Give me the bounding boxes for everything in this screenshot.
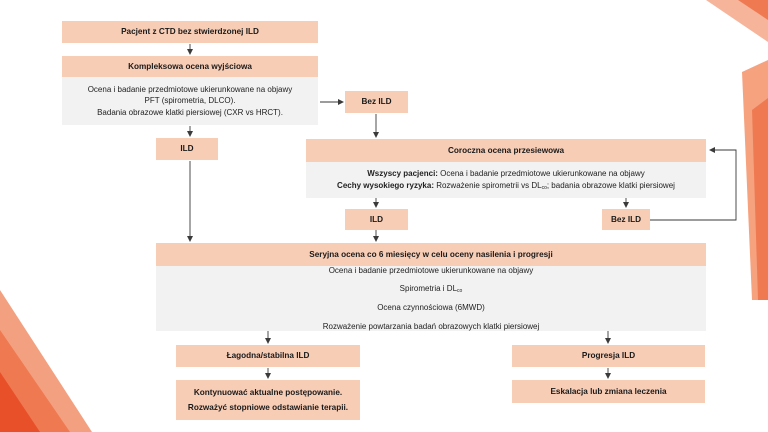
baseline-body: Ocena i badanie przedmiotowe ukierunkowa… xyxy=(62,77,318,125)
continue-line-1: Kontynuować aktualne postępowanie. xyxy=(193,387,343,397)
ild-mid-node: ILD xyxy=(345,209,408,230)
top-right-decor-dark xyxy=(738,0,768,20)
right-decor-dark xyxy=(752,98,768,300)
continue-line-2: Rozważyć stopniowe odstawianie terapii. xyxy=(187,402,349,412)
mild-label: Łagodna/stabilna ILD xyxy=(226,351,310,361)
continue-node: Kontynuować aktualne postępowanie. Rozwa… xyxy=(176,380,360,420)
ild-mid-label: ILD xyxy=(369,214,384,224)
baseline-title-label: Kompleksowa ocena wyjściowa xyxy=(128,61,252,71)
annual-line-1-label: Wszyscy pacjenci: xyxy=(367,169,438,179)
top-right-decor-light xyxy=(706,0,768,42)
no-ild-right-label: Bez ILD xyxy=(610,214,642,224)
annual-body: Wszyscy pacjenci: Ocena i badanie przedm… xyxy=(306,162,706,198)
annual-line-2: Cechy wysokiego ryzyka: Rozważenie spiro… xyxy=(306,180,706,192)
serial-title-label: Seryjna ocena co 6 miesięcy w celu oceny… xyxy=(309,249,553,259)
bottom-left-decor-dark xyxy=(0,372,40,432)
progression-node: Progresja ILD xyxy=(512,345,705,367)
no-ild-top-node: Bez ILD xyxy=(345,91,408,113)
progression-label: Progresja ILD xyxy=(581,351,636,361)
no-ild-right-node: Bez ILD xyxy=(602,209,650,230)
escalate-label: Eskalacja lub zmiana leczenia xyxy=(550,386,667,396)
baseline-line-2: PFT (spirometria, DLCO). xyxy=(144,96,236,106)
annual-line-1-text: Ocena i badanie przedmiotowe ukierunkowa… xyxy=(437,169,645,179)
no-ild-top-label: Bez ILD xyxy=(361,97,392,107)
baseline-title: Kompleksowa ocena wyjściowa xyxy=(62,56,318,77)
serial-line-3: Ocena czynnościowa (6MWD) xyxy=(377,303,485,312)
baseline-line-3: Badania obrazowe klatki piersiowej (CXR … xyxy=(97,107,283,117)
annual-line-2-text-b: ; badania obrazowe klatki piersiowej xyxy=(546,181,675,190)
escalate-node: Eskalacja lub zmiana leczenia xyxy=(512,380,705,403)
serial-line-4: Rozważenie powtarzania badań obrazowych … xyxy=(322,321,540,331)
serial-title: Seryjna ocena co 6 miesięcy w celu oceny… xyxy=(156,243,706,266)
ild-left-label: ILD xyxy=(180,144,194,154)
start-node: Pacjent z CTD bez stwierdzonej ILD xyxy=(62,21,318,43)
mild-node: Łagodna/stabilna ILD xyxy=(176,345,360,367)
serial-body: Ocena i badanie przedmiotowe ukierunkowa… xyxy=(156,266,706,331)
ild-left-node: ILD xyxy=(156,138,218,160)
serial-line-1: Ocena i badanie przedmiotowe ukierunkowa… xyxy=(328,265,534,275)
serial-line-2-text: Spirometria i DL xyxy=(399,284,458,294)
annual-line-2-sub: co xyxy=(541,185,547,191)
annual-title-label: Coroczna ocena przesiewowa xyxy=(447,145,565,155)
annual-line-2-label: Cechy wysokiego ryzyka: xyxy=(337,181,434,190)
baseline-line-1: Ocena i badanie przedmiotowe ukierunkowa… xyxy=(87,84,293,94)
annual-title: Coroczna ocena przesiewowa xyxy=(306,139,706,162)
arrow-no-ild-loop-back xyxy=(650,147,737,221)
serial-line-2: Spirometria i DLco xyxy=(156,283,706,295)
annual-line-1: Wszyscy pacjenci: Ocena i badanie przedm… xyxy=(306,168,706,180)
annual-line-2-text-a: Rozważenie spirometrii vs DL xyxy=(433,181,542,190)
serial-line-2-sub: co xyxy=(457,288,463,295)
start-node-label: Pacjent z CTD bez stwierdzonej ILD xyxy=(121,27,259,37)
